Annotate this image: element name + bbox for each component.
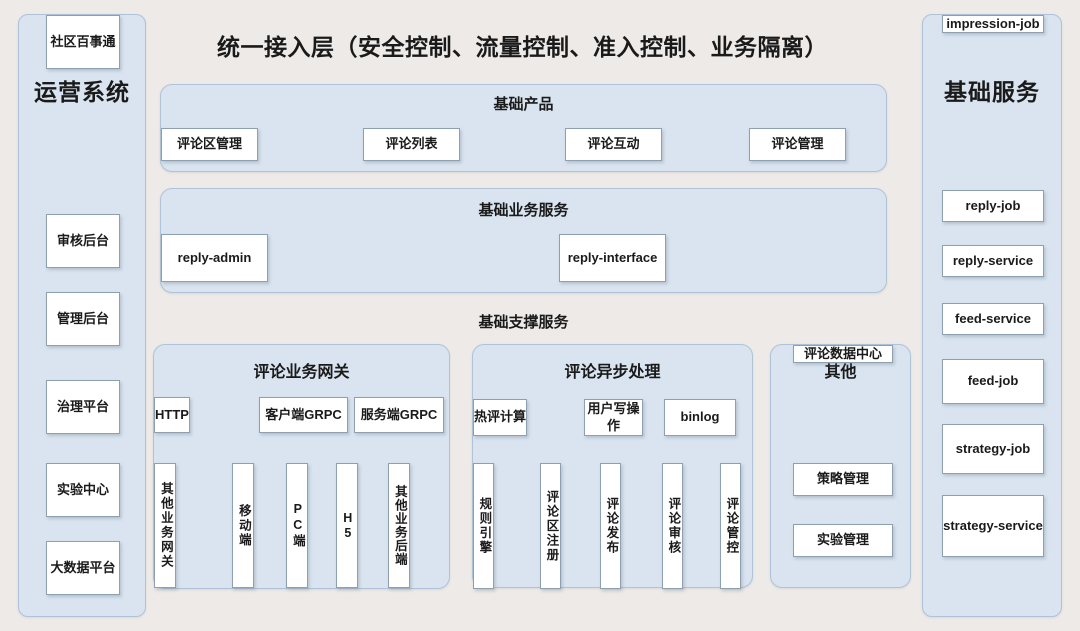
async-comment-area-register: 评论区注册 xyxy=(540,463,561,589)
async-hot-comment-calc: 热评计算 xyxy=(473,399,528,436)
async-user-write: 用户写操作 xyxy=(584,399,643,436)
other-panel-title: 其他 xyxy=(824,364,857,381)
base-business-title: 基础业务服务 xyxy=(478,202,569,219)
gateway-server-grpc: 服务端GRPC xyxy=(354,397,444,433)
gateway-client-pc: PC端 xyxy=(286,463,308,588)
async-comment-control: 评论管控 xyxy=(720,463,741,589)
product-comment-interaction: 评论互动 xyxy=(565,128,662,161)
other-panel: 其他 策略管理 实验管理 评论数据中心 xyxy=(770,344,911,588)
async-comment-publish: 评论发布 xyxy=(600,463,621,589)
base-products-panel: 基础产品 评论列表 评论互动 评论管理 评论区管理 xyxy=(160,84,887,172)
service-reply-interface: reply-interface xyxy=(559,234,666,282)
other-experiment-management: 实验管理 xyxy=(793,524,893,557)
base-services-panel: 基础服务 reply-job reply-service feed-servic… xyxy=(922,14,1062,617)
gateway-http: HTTP xyxy=(154,397,190,433)
base-service-feed-job: feed-job xyxy=(942,359,1044,404)
async-binlog: binlog xyxy=(664,399,736,436)
base-service-strategy-job: strategy-job xyxy=(942,424,1044,474)
base-service-reply-service: reply-service xyxy=(942,245,1044,277)
base-business-panel: 基础业务服务 reply-interface reply-admin xyxy=(160,188,887,293)
gateway-client-h5: H5 xyxy=(336,463,358,588)
base-services-title: 基础服务 xyxy=(944,79,1040,105)
async-comment-review: 评论审核 xyxy=(662,463,683,589)
other-strategy-management: 策略管理 xyxy=(793,463,893,496)
operations-panel: 运营系统 审核后台 管理后台 治理平台 实验中心 大数据平台 社区百事通 xyxy=(18,14,146,617)
operations-item-experiment-center: 实验中心 xyxy=(46,463,120,517)
base-support-title: 基础支撑服务 xyxy=(478,314,569,331)
comment-gateway-title: 评论业务网关 xyxy=(253,364,350,381)
access-layer-title: 统一接入层（安全控制、流量控制、准入控制、业务隔离） xyxy=(217,34,828,60)
base-service-reply-job: reply-job xyxy=(942,190,1044,222)
gateway-client-other-gateway: 其他业务网关 xyxy=(154,463,176,588)
product-comment-area-management: 评论区管理 xyxy=(161,128,258,161)
base-service-strategy-service: strategy-service xyxy=(942,495,1044,557)
comment-gateway-panel: 评论业务网关 客户端GRPC 服务端GRPC HTTP 移动端 PC端 H5 其… xyxy=(153,344,450,589)
operations-item-admin-backend: 管理后台 xyxy=(46,292,120,346)
comment-async-panel: 评论异步处理 用户写操作 binlog 热评计算 评论区注册 评论发布 评论审核… xyxy=(472,344,753,589)
base-service-feed-service: feed-service xyxy=(942,303,1044,335)
product-comment-management: 评论管理 xyxy=(749,128,846,161)
operations-item-bigdata-platform: 大数据平台 xyxy=(46,541,120,595)
gateway-client-mobile: 移动端 xyxy=(232,463,254,588)
product-comment-list: 评论列表 xyxy=(363,128,460,161)
operations-item-audit-backend: 审核后台 xyxy=(46,214,120,268)
base-service-impression-job: impression-job xyxy=(942,15,1044,34)
other-comment-data-center: 评论数据中心 xyxy=(793,345,893,364)
service-reply-admin: reply-admin xyxy=(161,234,268,282)
gateway-client-other-backend: 其他业务后端 xyxy=(388,463,410,588)
operations-panel-title: 运营系统 xyxy=(34,79,130,105)
comment-async-title: 评论异步处理 xyxy=(564,364,661,381)
operations-item-community-encyclopedia: 社区百事通 xyxy=(46,15,120,69)
base-products-title: 基础产品 xyxy=(493,96,554,113)
operations-item-governance-platform: 治理平台 xyxy=(46,380,120,434)
async-rule-engine: 规则引擎 xyxy=(473,463,494,589)
gateway-client-grpc: 客户端GRPC xyxy=(259,397,348,433)
